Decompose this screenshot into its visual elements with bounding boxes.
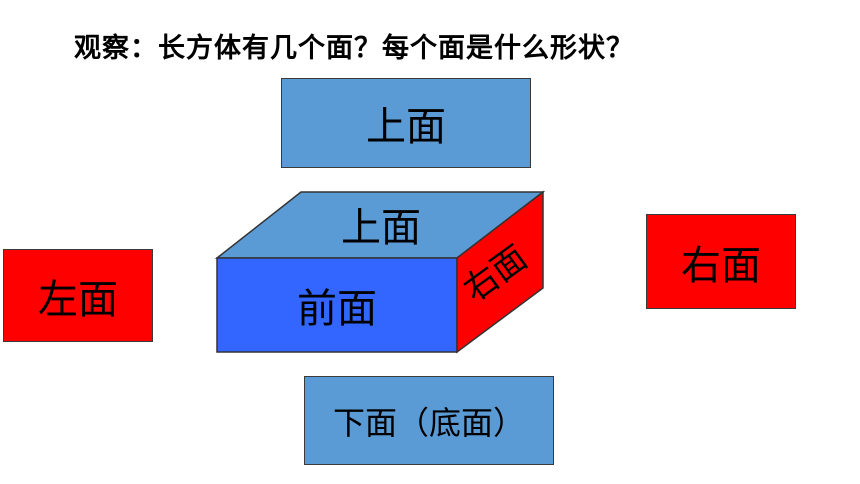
bottom-face-box: 下面（底面）	[304, 376, 554, 465]
top-face-label: 上面	[366, 104, 446, 150]
cuboid-side-face	[456, 190, 544, 354]
top-face-box: 上面	[281, 78, 531, 168]
right-face-box: 右面	[646, 214, 796, 309]
right-face-label: 右面	[681, 242, 761, 289]
cuboid-front-label: 前面	[297, 286, 377, 332]
left-face-label: 左面	[38, 276, 118, 323]
bottom-face-label: 下面（底面）	[332, 403, 525, 442]
page-title: 观察：长方体有几个面？每个面是什么形状？	[74, 33, 634, 64]
cuboid-top-label: 上面	[341, 205, 421, 251]
left-face-box: 左面	[3, 249, 153, 342]
